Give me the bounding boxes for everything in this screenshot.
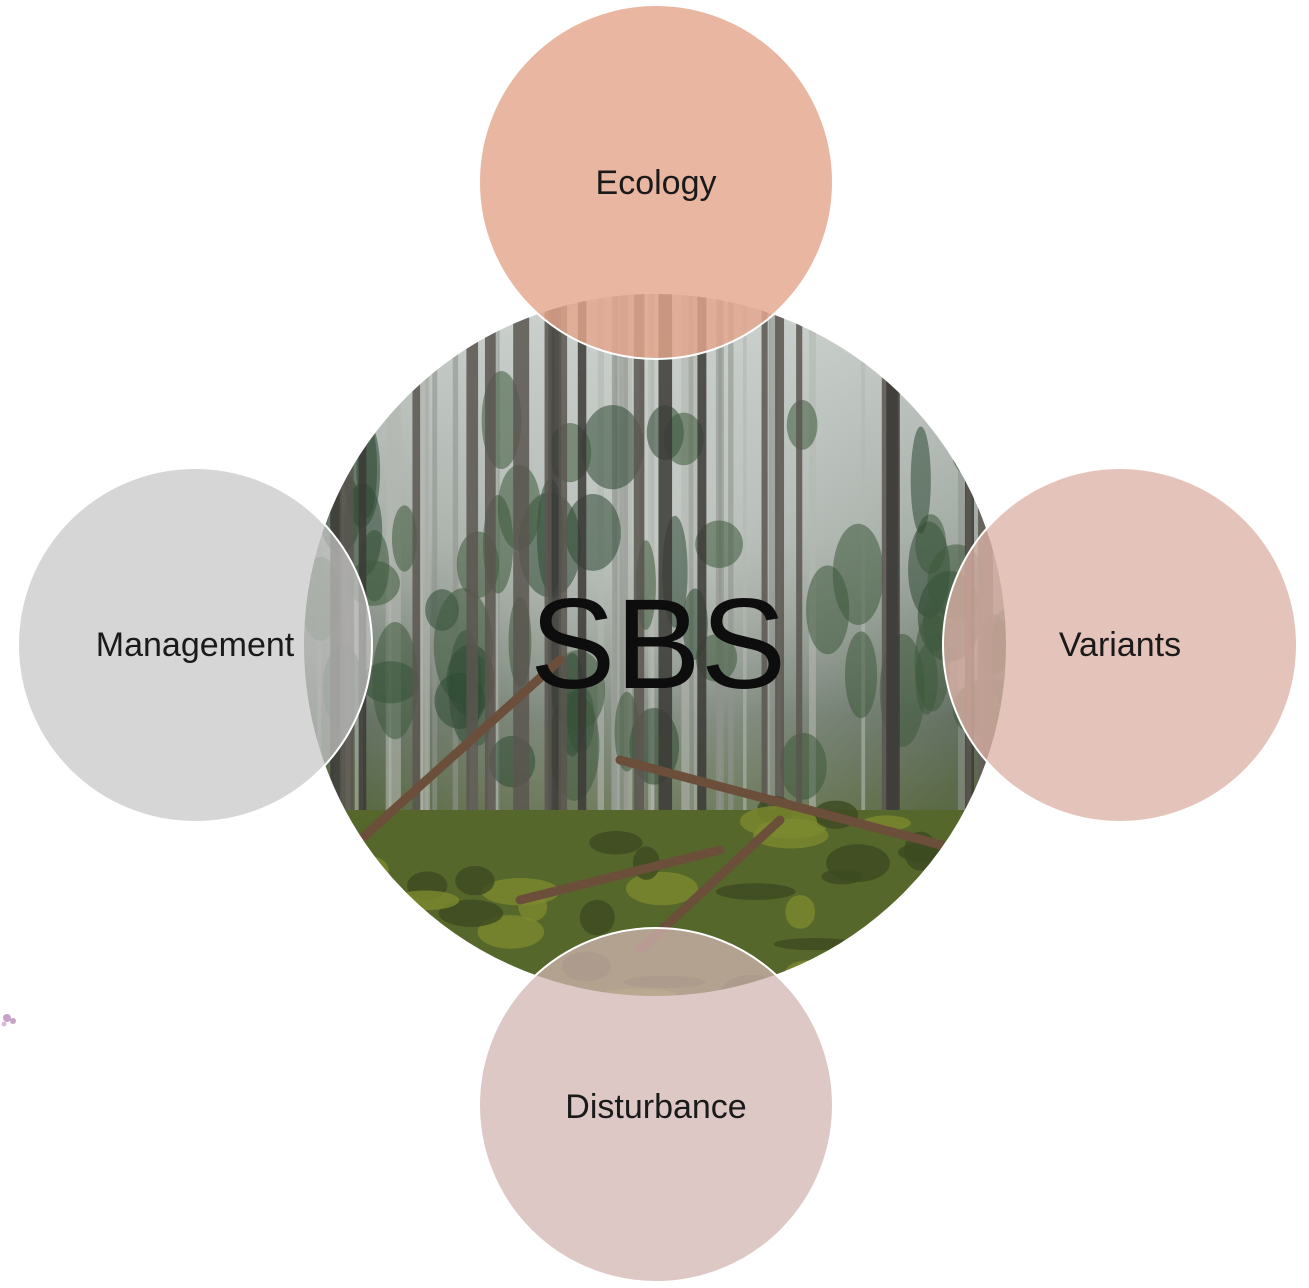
- ecology-label: Ecology: [596, 164, 717, 202]
- management-label: Management: [96, 626, 295, 664]
- disturbance-circle: [478, 927, 834, 1283]
- ecology-circle: [478, 4, 834, 360]
- variants-circle: [942, 467, 1298, 823]
- node-ecology: Ecology: [478, 4, 834, 360]
- decorative-fragment: [1, 1014, 16, 1027]
- node-disturbance: Disturbance: [478, 927, 834, 1283]
- management-circle: [17, 467, 373, 823]
- center-label: SBS: [530, 573, 786, 716]
- disturbance-label: Disturbance: [565, 1088, 746, 1126]
- node-management: Management: [17, 467, 373, 823]
- node-variants: Variants: [942, 467, 1298, 823]
- variants-label: Variants: [1059, 626, 1181, 664]
